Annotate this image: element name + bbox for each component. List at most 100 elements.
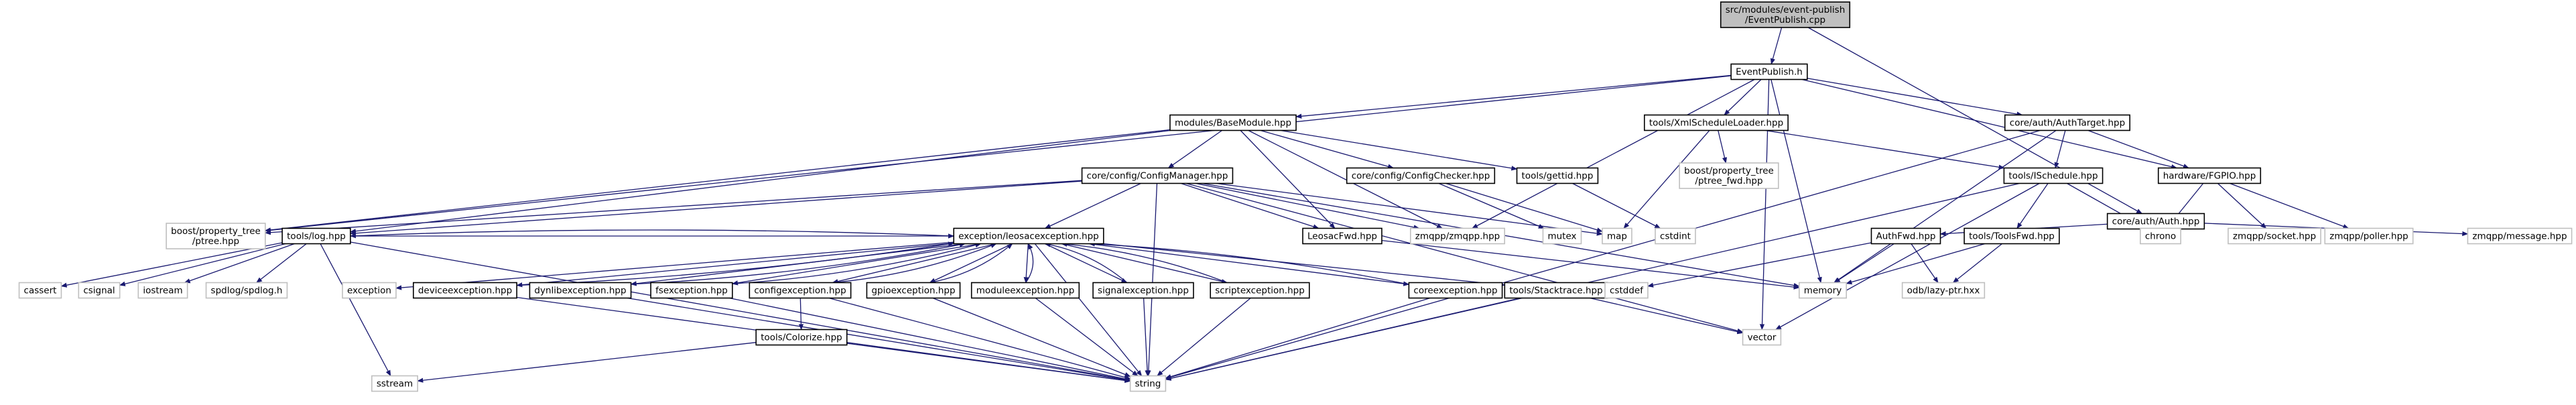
node-zmqpp: zmqpp/zmqpp.hpp: [1409, 227, 1506, 245]
node-XmlSchedLoader[interactable]: tools/XmlScheduleLoader.hpp: [1644, 114, 1789, 131]
node-Stacktrace[interactable]: tools/Stacktrace.hpp: [1504, 282, 1608, 299]
edge-AuthTarget-to-FGPIO: [2087, 129, 2189, 169]
node-Colorize[interactable]: tools/Colorize.hpp: [755, 329, 848, 346]
edge-EventPublish-to-XmlSchedLoader: [1724, 79, 1762, 116]
edge-log-to-spdlog: [256, 243, 307, 284]
node-box-ptree: [166, 223, 266, 249]
node-label: /ptree_fwd.hpp: [1695, 176, 1762, 186]
node-label: vector: [1748, 333, 1777, 343]
edge-leosacexc-to-string: [1034, 243, 1143, 377]
node-AuthFwd[interactable]: AuthFwd.hpp: [1870, 227, 1941, 245]
node-zpoller: zmqpp/poller.hpp: [2324, 227, 2414, 245]
edge-BaseModule-to-ptree: [264, 129, 1171, 233]
edge-ConfigManager-to-vector: [1185, 182, 1744, 333]
node-root[interactable]: src/modules/event-publish/EventPublish.c…: [1720, 1, 1851, 28]
node-deviceexc[interactable]: deviceexception.hpp: [413, 282, 517, 299]
edge-fsexc-to-string: [729, 297, 1131, 382]
node-label: tools/Stacktrace.hpp: [1509, 286, 1602, 296]
edge-XmlSchedLoader-to-ptreefwd: [1718, 130, 1728, 164]
node-box-leosacexc: [953, 227, 1104, 245]
node-box-zmqpp: [1409, 227, 1506, 245]
node-LeosacFwd[interactable]: LeosacFwd.hpp: [1302, 227, 1382, 245]
edge-signalexc-to-leosacexc: [1044, 242, 1128, 283]
edge-coreexc-to-leosacexc: [1088, 241, 1409, 285]
node-label: core/auth/Auth.hpp: [2112, 217, 2200, 227]
node-box-coreexc: [1408, 282, 1503, 299]
node-label: mutex: [1547, 231, 1576, 242]
edge-EventPublish-to-FGPIO: [1801, 78, 2178, 170]
node-label: core/config/ConfigManager.hpp: [1087, 171, 1228, 182]
node-box-vector: [1742, 329, 1782, 346]
edge-EventPublish-to-vector: [1759, 79, 1770, 331]
edge-ConfigManager-to-leosacexc: [1044, 182, 1141, 229]
edge-dynlibexc-to-leosacexc: [631, 242, 966, 285]
node-EventPublish[interactable]: EventPublish.h: [1730, 63, 1808, 80]
edge-EventPublish-to-BaseModule: [1295, 74, 1732, 119]
node-box-exception: [342, 282, 397, 299]
node-label: signalexception.hpp: [1098, 286, 1189, 296]
node-FGPIO[interactable]: hardware/FGPIO.hpp: [2157, 167, 2262, 184]
edge-EventPublish-to-zmqpp: [1472, 78, 1755, 229]
edge-dynlibexc-to-string: [627, 297, 1131, 382]
node-box-signalexc: [1092, 282, 1194, 299]
node-label: sstream: [377, 379, 413, 390]
node-label: memory: [1804, 286, 1842, 296]
node-label: cstdint: [1660, 231, 1691, 242]
node-box-zsocket: [2228, 227, 2321, 245]
node-fsexc[interactable]: fsexception.hpp: [650, 282, 733, 299]
node-gpioexc[interactable]: gpioexception.hpp: [866, 282, 961, 299]
node-box-ToolsFwd: [1963, 227, 2060, 245]
node-label: csignal: [83, 286, 115, 296]
node-box-XmlSchedLoader: [1644, 114, 1789, 131]
node-label: odb/lazy-ptr.hxx: [1907, 286, 1980, 296]
edge-ConfigManager-to-ptree: [264, 180, 1082, 235]
node-label: moduleexception.hpp: [976, 286, 1075, 296]
node-ISchedule[interactable]: tools/ISchedule.hpp: [2003, 167, 2104, 184]
node-box-ConfigManager: [1081, 167, 1234, 184]
node-ConfigManager[interactable]: core/config/ConfigManager.hpp: [1081, 167, 1234, 184]
node-box-iostream: [137, 282, 188, 299]
node-ConfigChecker[interactable]: core/config/ConfigChecker.hpp: [1346, 167, 1496, 184]
edge-leosacexc-to-signalexc: [1045, 243, 1128, 284]
node-label: cstddef: [1610, 286, 1644, 296]
node-box-EventPublish: [1730, 63, 1808, 80]
node-moduleexc[interactable]: moduleexception.hpp: [970, 282, 1080, 299]
node-log[interactable]: tools/log.hpp: [281, 227, 351, 245]
edge-AuthFwd-to-odb: [1911, 243, 1939, 284]
node-label: EventPublish.h: [1736, 67, 1803, 78]
node-zmessage: zmqpp/message.hpp: [2467, 227, 2573, 245]
node-gettid[interactable]: tools/gettid.hpp: [1516, 167, 1599, 184]
node-box-BaseModule: [1169, 114, 1297, 131]
node-ToolsFwd[interactable]: tools/ToolsFwd.hpp: [1963, 227, 2060, 245]
node-box-memory: [1798, 282, 1848, 299]
node-label: gpioexception.hpp: [871, 286, 955, 296]
node-label: exception: [347, 286, 391, 296]
node-scriptexc[interactable]: scriptexception.hpp: [1210, 282, 1310, 299]
node-coreexc[interactable]: coreexception.hpp: [1408, 282, 1503, 299]
node-leosacexc[interactable]: exception/leosacexception.hpp: [953, 227, 1104, 245]
node-box-gettid: [1516, 167, 1599, 184]
node-iostream: iostream: [137, 282, 188, 299]
node-label: zmqpp/socket.hpp: [2233, 231, 2316, 242]
node-dynlibexc[interactable]: dynlibexception.hpp: [529, 282, 632, 299]
node-configexc[interactable]: configexception.hpp: [749, 282, 852, 299]
node-label: LeosacFwd.hpp: [1307, 231, 1377, 242]
node-BaseModule[interactable]: modules/BaseModule.hpp: [1169, 114, 1297, 131]
edge-root-to-EventPublish: [1770, 27, 1783, 65]
node-label: modules/BaseModule.hpp: [1175, 118, 1291, 129]
edge-moduleexc-to-string: [1035, 297, 1139, 377]
edge-fsexc-to-leosacexc: [732, 243, 982, 284]
node-box-cassert: [18, 282, 62, 299]
node-spdlog: spdlog/spdlog.h: [205, 282, 288, 299]
node-label: chrono: [2145, 231, 2176, 242]
node-AuthTarget[interactable]: core/auth/AuthTarget.hpp: [2004, 114, 2131, 131]
node-signalexc[interactable]: signalexception.hpp: [1092, 282, 1194, 299]
node-AuthHpp[interactable]: core/auth/Auth.hpp: [2106, 213, 2205, 230]
node-label: tools/XmlScheduleLoader.hpp: [1649, 118, 1783, 129]
edge-log-to-string: [350, 241, 1131, 382]
edge-ToolsFwd-to-memory: [1846, 243, 1986, 285]
edge-leosacexc-to-deviceexc: [516, 243, 954, 288]
edge-leosacexc-to-configexc: [832, 243, 996, 284]
node-odb: odb/lazy-ptr.hxx: [1901, 282, 1986, 299]
node-box-odb: [1901, 282, 1986, 299]
